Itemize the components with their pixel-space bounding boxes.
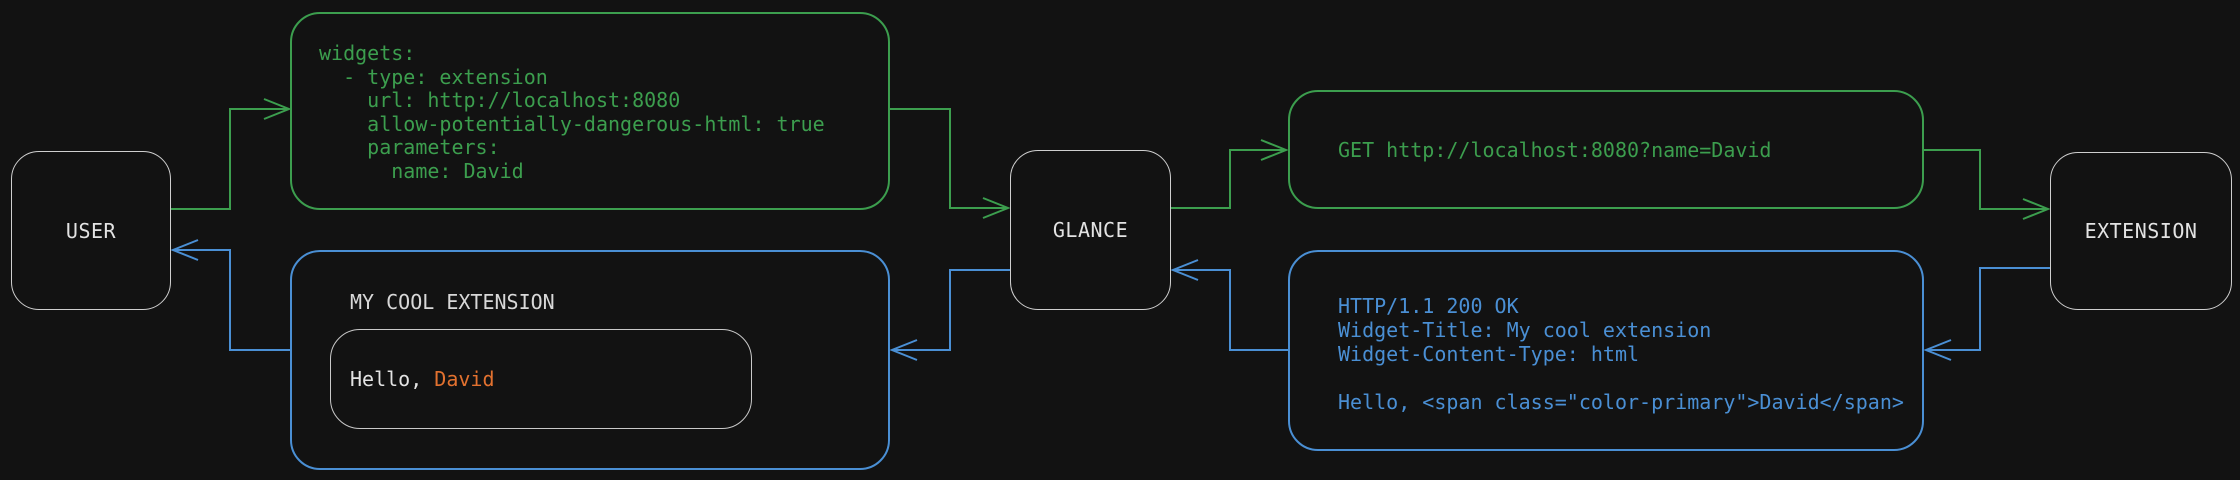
arrowhead-response-to-glance: [1170, 259, 1199, 281]
arrow-glance-to-widget: [894, 269, 1010, 351]
node-user: USER: [11, 151, 171, 310]
http-request-line: GET http://localhost:8080?name=David: [1338, 137, 1772, 162]
arrow-request-to-extension: [1924, 149, 2046, 210]
http-response-code: HTTP/1.1 200 OK Widget-Title: My cool ex…: [1338, 294, 1904, 414]
greeting-prefix: Hello,: [350, 367, 435, 391]
greeting-name: David: [434, 367, 495, 391]
config-yaml-box: widgets: - type: extension url: http://l…: [290, 12, 890, 210]
widget-title: MY COOL EXTENSION: [350, 290, 555, 314]
arrowhead-config-to-glance: [982, 197, 1011, 219]
config-yaml-code: widgets: - type: extension url: http://l…: [319, 41, 825, 183]
arrow-response-to-glance: [1175, 269, 1288, 351]
widget-greeting-box: Hello, David: [330, 329, 752, 429]
rendered-widget-box: MY COOL EXTENSION Hello, David: [290, 250, 890, 470]
node-extension-label: EXTENSION: [2084, 219, 2198, 243]
node-glance: GLANCE: [1010, 150, 1171, 310]
arrow-widget-to-user: [175, 249, 290, 351]
http-request-box: GET http://localhost:8080?name=David: [1288, 90, 1924, 209]
arrow-user-to-config: [171, 108, 287, 210]
arrowhead-extension-to-response: [1923, 339, 1952, 361]
arrowhead-widget-to-user: [170, 239, 199, 261]
node-glance-label: GLANCE: [1052, 218, 1129, 242]
arrowhead-glance-to-request: [1260, 139, 1289, 161]
node-user-label: USER: [65, 218, 117, 243]
arrowhead-user-to-config: [263, 98, 292, 120]
arrowhead-glance-to-widget: [889, 339, 918, 361]
http-response-box: HTTP/1.1 200 OK Widget-Title: My cool ex…: [1288, 250, 1924, 451]
arrow-config-to-glance: [890, 108, 1006, 209]
arrow-extension-to-response: [1928, 267, 2050, 351]
arrowhead-request-to-extension: [2022, 198, 2051, 220]
node-extension: EXTENSION: [2050, 152, 2232, 310]
arrow-glance-to-request: [1171, 149, 1284, 209]
